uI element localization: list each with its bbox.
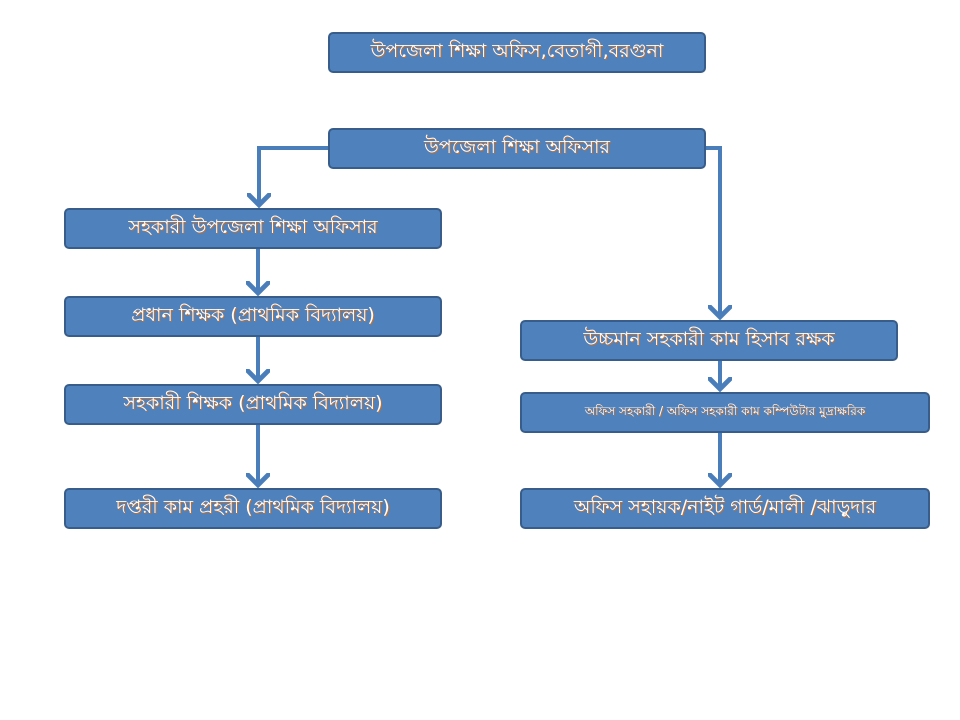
- node-office-helper: অফিস সহায়ক/নাইট গার্ড/মালী /ঝাড়ুদার: [520, 488, 930, 529]
- node-asst-teacher: সহকারী শিক্ষক (প্রাথমিক বিদ্যালয়): [64, 384, 442, 425]
- node-head-assistant-accountant: উচ্চমান সহকারী কাম হিসাব রক্ষক: [520, 320, 898, 361]
- arrow-to-asst-officer: [259, 146, 328, 205]
- node-office-assistant-typist: অফিস সহকারী / অফিস সহকারী কাম কম্পিউটার …: [520, 392, 930, 433]
- node-upazila-education-officer: উপজেলা শিক্ষা অফিসার: [328, 128, 706, 169]
- node-asst-education-officer: সহকারী উপজেলা শিক্ষা অফিসার: [64, 208, 442, 249]
- arrow-to-head-accountant: [705, 146, 720, 317]
- node-head-teacher: প্রধান শিক্ষক (প্রাথমিক বিদ্যালয়): [64, 296, 442, 337]
- chart-title: উপজেলা শিক্ষা অফিস,বেতাগী,বরগুনা: [328, 32, 706, 73]
- node-daptari-guard: দপ্তরী কাম প্রহরী (প্রাথমিক বিদ্যালয়): [64, 488, 442, 529]
